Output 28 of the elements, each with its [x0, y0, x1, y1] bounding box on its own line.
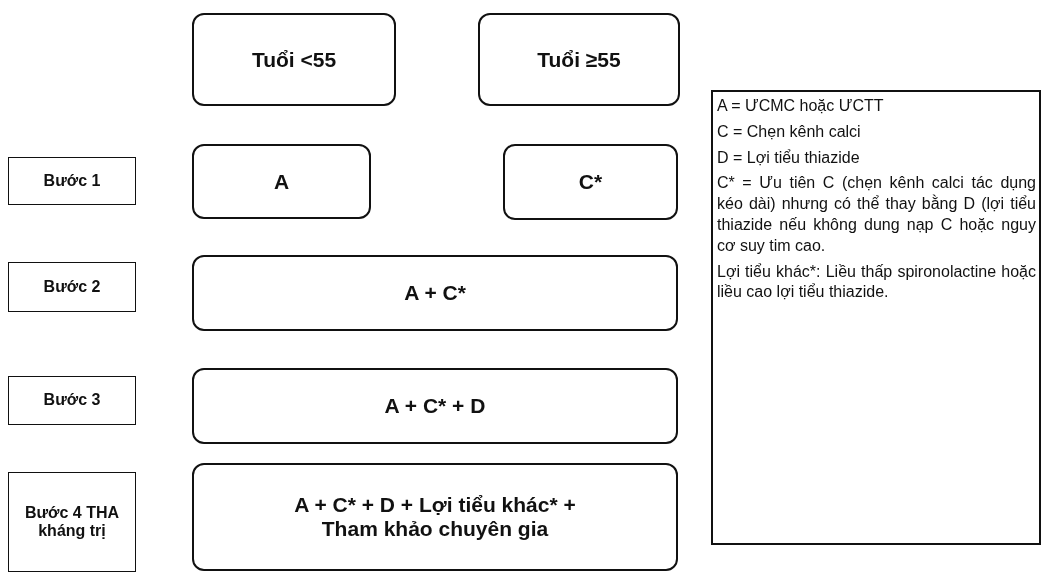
legend-panel — [711, 90, 1041, 545]
step-label-box — [8, 262, 136, 312]
definition-text: A = ƯCMC hoặc ƯCTT — [717, 96, 885, 116]
step-label: Bước 4 THA kháng trị — [23, 503, 121, 541]
definition-text: C* = Ưu tiên C (chẹn kênh calci tác dụng kéo dài) nhưng có thể thay bằng D (lợi tiểu thiazide nếu không dung nạp C hoặc nguy cơ suy tim cao. — [717, 173, 1036, 256]
treatment-box — [192, 144, 371, 219]
step-label-box — [8, 376, 136, 425]
treatment-label: Tuổi <55 — [251, 47, 337, 72]
treatment-label: Tuổi ≥55 — [537, 47, 621, 72]
treatment-box — [503, 144, 678, 220]
definition-text: Lợi tiểu khác*: Liều thấp spironolactine hoặc liều cao lợi tiểu thiazide. — [717, 261, 1036, 303]
definition-text: D = Lợi tiểu thiazide — [717, 147, 861, 168]
definition-text: C = Chẹn kênh calci — [717, 121, 862, 142]
step-label: Bước 1 — [43, 171, 101, 191]
treatment-label: A + C* — [404, 281, 466, 305]
treatment-label: C* — [578, 170, 603, 194]
step-label: Bước 2 — [43, 277, 101, 297]
step-label-box — [8, 157, 136, 205]
age-group-box — [478, 13, 680, 106]
age-group-box — [192, 13, 396, 106]
treatment-label: A + C* + D — [384, 394, 486, 418]
step-label: Bước 3 — [43, 391, 101, 410]
treatment-label: A — [273, 169, 290, 194]
step-label-box — [8, 472, 136, 572]
treatment-label: A + C* + D + Lợi tiểu khác* + Tham khảo chuyên gia — [293, 493, 577, 541]
treatment-box — [192, 463, 678, 571]
treatment-box — [192, 255, 678, 331]
treatment-box — [192, 368, 678, 444]
